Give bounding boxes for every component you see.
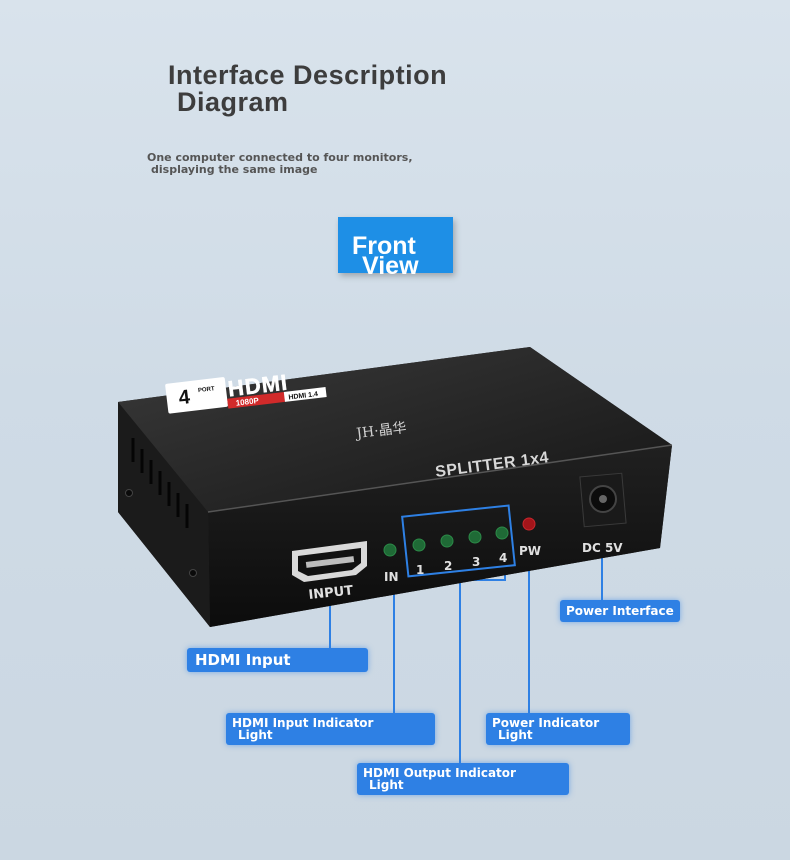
output-leds-frame	[401, 504, 516, 578]
input-port-label: INPUT	[308, 583, 354, 603]
output-indicator-led-3	[468, 530, 482, 544]
device-front-panel	[208, 445, 672, 627]
subtitle-line-2: displaying the same image	[151, 163, 318, 176]
hdmi-input-port	[292, 541, 367, 582]
output-indicator-led-4	[495, 526, 509, 540]
logo-res: 1080P	[235, 396, 260, 408]
side-vents-icon	[131, 438, 189, 528]
output-indicator-text-2: Light	[369, 778, 404, 792]
callout-power-indicator: Power Indicator Light	[486, 713, 630, 745]
out-label-2: 2	[444, 559, 452, 573]
pw-label: PW	[519, 544, 541, 558]
out-label-4: 4	[499, 551, 507, 565]
hdmi-logo: 4 PORT HDMI 1080P HDMI 1.4	[165, 369, 327, 414]
output-indicator-led-2	[440, 534, 454, 548]
input-indicator-text-1: HDMI Input Indicator	[232, 716, 374, 730]
page-title: Interface Description Diagram	[168, 62, 447, 116]
callout-power-interface: Power Interface	[560, 600, 680, 622]
screw-icon	[189, 569, 197, 577]
power-interface-text: Power Interface	[566, 604, 674, 618]
callout-hdmi-input: HDMI Input	[187, 648, 368, 672]
power-indicator-text-1: Power Indicator	[492, 716, 600, 730]
power-indicator-text-2: Light	[498, 728, 533, 742]
out-label-1: 1	[416, 563, 424, 577]
device-top-panel	[118, 347, 672, 512]
page-subtitle: One computer connected to four monitors,…	[147, 152, 413, 176]
front-view-line-1: Front	[352, 232, 416, 260]
logo-number: 4	[178, 386, 193, 409]
dc-power-jack	[579, 472, 627, 528]
subtitle-line-1: One computer connected to four monitors,	[147, 151, 413, 164]
logo-port: PORT	[198, 386, 216, 394]
callout-output-indicator: HDMI Output Indicator Light	[357, 763, 569, 795]
power-indicator-led	[522, 517, 536, 531]
title-line-1: Interface Description	[168, 60, 448, 90]
front-view-line-2: View	[362, 252, 419, 280]
callout-input-indicator: HDMI Input Indicator Light	[226, 713, 435, 745]
in-label: IN	[384, 570, 399, 584]
front-view-badge: Front View	[338, 217, 453, 279]
input-indicator-text-2: Light	[238, 728, 273, 742]
logo-ver: HDMI 1.4	[288, 391, 318, 401]
dc-label: DC 5V	[582, 541, 623, 555]
out-label-3: 3	[472, 555, 480, 569]
output-indicator-led-1	[412, 538, 426, 552]
input-indicator-led	[383, 543, 397, 557]
output-indicator-text-1: HDMI Output Indicator	[363, 766, 516, 780]
hdmi-input-text: HDMI Input	[195, 651, 291, 669]
title-line-2: Diagram	[177, 87, 289, 117]
maker-label: JH·晶华	[354, 420, 408, 442]
screw-icon	[125, 489, 133, 497]
